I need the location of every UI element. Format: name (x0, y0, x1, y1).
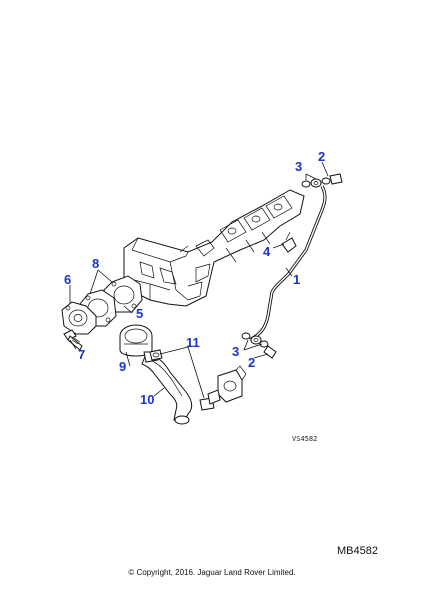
callout-7: 7 (78, 347, 85, 362)
callout-3-upper: 3 (295, 159, 302, 174)
drawing-reference: VS4582 (292, 435, 317, 443)
callout-6: 6 (64, 272, 71, 287)
cylinder-head-illustration (123, 189, 305, 307)
callout-2-upper: 2 (318, 149, 325, 164)
callout-4: 4 (263, 244, 271, 259)
bolt (63, 329, 83, 351)
callout-9: 9 (119, 359, 126, 374)
callout-1: 1 (293, 272, 300, 287)
copyright-notice: © Copyright, 2016. Jaguar Land Rover Lim… (128, 568, 296, 577)
callout-10: 10 (140, 392, 154, 407)
outlet-elbow (207, 365, 247, 405)
callout-8: 8 (92, 256, 99, 271)
callout-5: 5 (136, 306, 143, 321)
lower-fittings (241, 332, 277, 359)
diagram-id: MB4582 (337, 545, 378, 557)
callout-2-lower: 2 (248, 355, 255, 370)
callout-11: 11 (186, 335, 200, 350)
leader-lines (69, 161, 329, 399)
callout-labels: 3 2 4 1 3 2 8 5 6 7 9 10 11 (64, 149, 325, 407)
callout-3-lower: 3 (232, 344, 239, 359)
outlet-housing (61, 301, 97, 335)
thermostat-housing (119, 324, 153, 357)
coolant-pipe (249, 185, 327, 342)
coolant-hose (141, 351, 193, 425)
upper-fittings (301, 173, 343, 188)
